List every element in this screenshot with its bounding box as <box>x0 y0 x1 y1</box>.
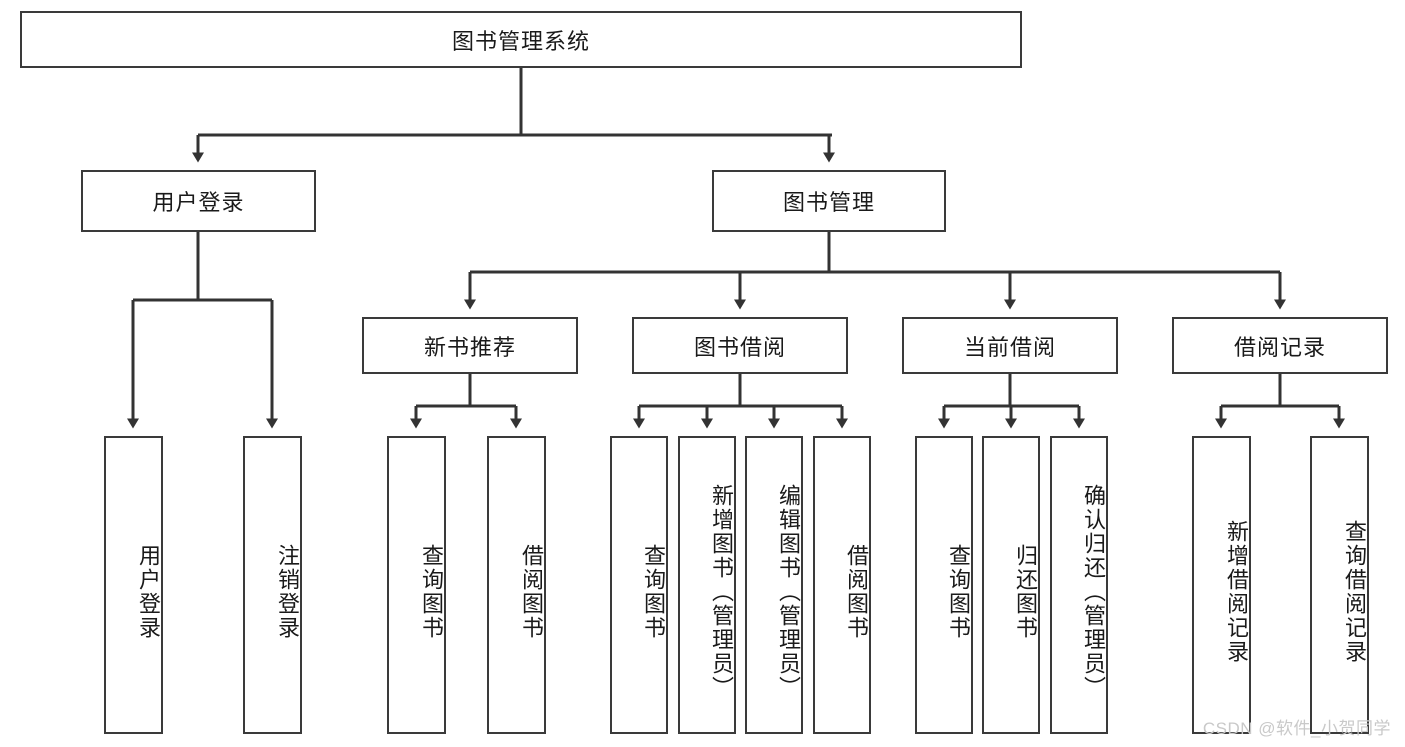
node-borrow-record[interactable]: 借阅记录 <box>1172 317 1388 374</box>
leaf-query-book-3[interactable]: 查询图书 <box>915 436 973 734</box>
leaf-add-book-admin[interactable]: 新增图书（管理员） <box>678 436 736 734</box>
leaf-edit-book-admin[interactable]: 编辑图书（管理员） <box>745 436 803 734</box>
leaf-label: 归还图书 <box>1013 544 1038 640</box>
node-new-book-recommend[interactable]: 新书推荐 <box>362 317 578 374</box>
leaf-label: 查询借阅记录 <box>1342 520 1367 664</box>
leaf-borrow-book-2[interactable]: 借阅图书 <box>813 436 871 734</box>
csdn-watermark: CSDN @软件_小贺同学 <box>1202 719 1391 738</box>
leaf-query-borrow-record[interactable]: 查询借阅记录 <box>1310 436 1369 734</box>
leaf-query-book-2[interactable]: 查询图书 <box>610 436 668 734</box>
leaf-label: 注销登录 <box>275 544 300 640</box>
node-book-borrow[interactable]: 图书借阅 <box>632 317 848 374</box>
leaf-label: 借阅图书 <box>844 544 869 640</box>
node-root-system[interactable]: 图书管理系统 <box>20 11 1022 68</box>
leaf-label: 借阅图书 <box>519 544 544 640</box>
leaf-add-borrow-record[interactable]: 新增借阅记录 <box>1192 436 1251 734</box>
node-current-borrow[interactable]: 当前借阅 <box>902 317 1118 374</box>
leaf-return-book[interactable]: 归还图书 <box>982 436 1040 734</box>
leaf-label: 编辑图书（管理员） <box>776 484 801 700</box>
leaf-label: 查询图书 <box>419 544 444 640</box>
leaf-user-login[interactable]: 用户登录 <box>104 436 163 734</box>
leaf-label: 确认归还（管理员） <box>1081 484 1106 700</box>
leaf-label: 查询图书 <box>641 544 666 640</box>
node-book-manage[interactable]: 图书管理 <box>712 170 946 232</box>
leaf-label: 新增借阅记录 <box>1224 520 1249 664</box>
leaf-label: 用户登录 <box>136 544 161 640</box>
leaf-confirm-return-admin[interactable]: 确认归还（管理员） <box>1050 436 1108 734</box>
leaf-query-book-1[interactable]: 查询图书 <box>387 436 446 734</box>
node-user-login[interactable]: 用户登录 <box>81 170 316 232</box>
leaf-borrow-book-1[interactable]: 借阅图书 <box>487 436 546 734</box>
leaf-label: 新增图书（管理员） <box>709 484 734 700</box>
leaf-user-logout[interactable]: 注销登录 <box>243 436 302 734</box>
leaf-label: 查询图书 <box>946 544 971 640</box>
